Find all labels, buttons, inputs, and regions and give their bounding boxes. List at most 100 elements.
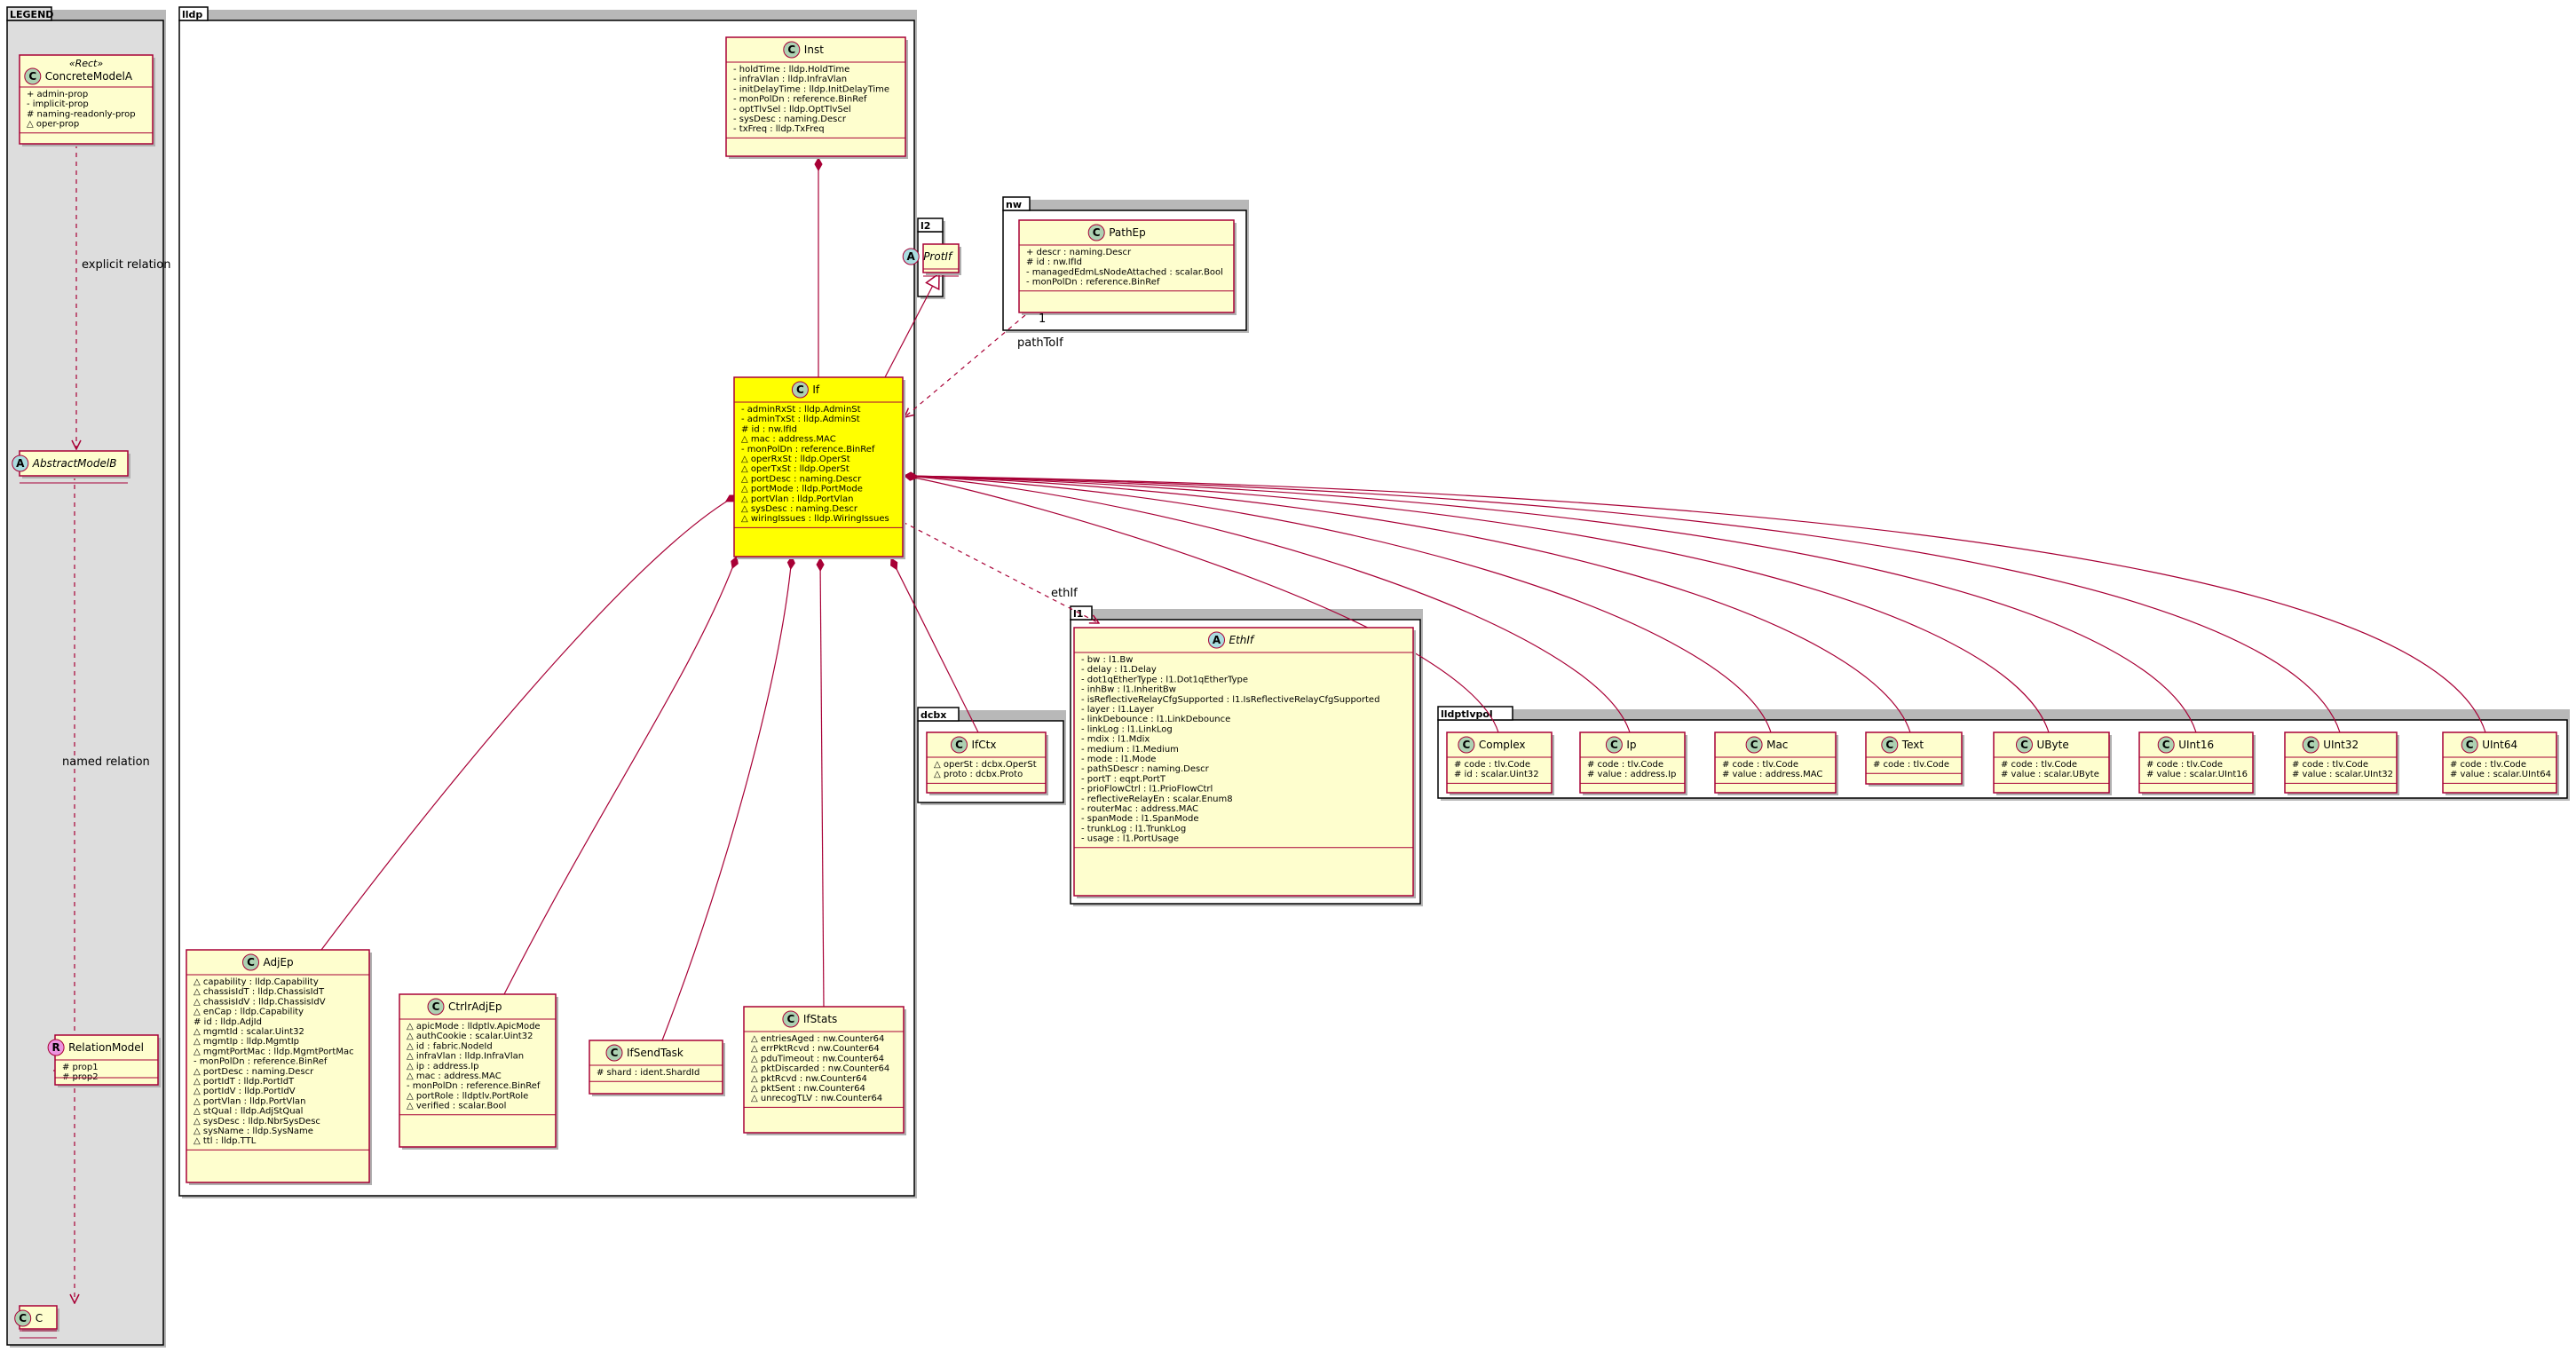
class-attribute: △ sysDesc : naming.Descr bbox=[741, 504, 858, 514]
edge-ip-if bbox=[903, 471, 1631, 733]
class-attribute: △ infraVlan : lldp.InfraVlan bbox=[407, 1052, 524, 1062]
class-attribute: △ mac : address.MAC bbox=[741, 435, 836, 445]
class-attribute: - infraVlan : lldp.InfraVlan bbox=[733, 75, 847, 84]
edge-ifctx-if bbox=[890, 557, 979, 733]
svg-text:C: C bbox=[787, 43, 795, 56]
class-attribute: △ authCookie : scalar.Uint32 bbox=[407, 1032, 533, 1041]
class-name: Mac bbox=[1766, 739, 1788, 751]
class-attribute: △ portDesc : naming.Descr bbox=[741, 474, 862, 484]
class-name: IfStats bbox=[803, 1013, 837, 1025]
class-attribute: △ pktRcvd : nw.Counter64 bbox=[751, 1074, 867, 1084]
edge-uint16-if bbox=[903, 471, 2197, 733]
class-attribute: △ id : fabric.NodeId bbox=[407, 1041, 493, 1051]
class-attribute: △ errPktRcvd : nw.Counter64 bbox=[751, 1044, 880, 1054]
class-kind-icon: C bbox=[2461, 736, 2478, 754]
class-kind-icon: C bbox=[791, 381, 809, 399]
class-attribute: - adminRxSt : lldp.AdminSt bbox=[741, 405, 861, 415]
class-attribute: # naming-readonly-prop bbox=[27, 109, 136, 119]
class-attribute: # value : scalar.UInt16 bbox=[2146, 770, 2248, 779]
class-stereotype: «Rect» bbox=[69, 58, 104, 69]
svg-text:C: C bbox=[1750, 739, 1758, 751]
edge-ubyte-if bbox=[903, 471, 2050, 733]
package-label: lldptlvpol bbox=[1441, 708, 1493, 720]
svg-text:C: C bbox=[796, 383, 804, 396]
class-kind-icon: C bbox=[2302, 736, 2319, 754]
class-attribute: △ portIdT : lldp.PortIdT bbox=[194, 1077, 295, 1087]
svg-text:C: C bbox=[2307, 739, 2315, 751]
class-name: EthIf bbox=[1229, 634, 1255, 646]
class-attribute: # shard : ident.ShardId bbox=[597, 1068, 699, 1078]
class-attribute: - monPolDn : reference.BinRef bbox=[741, 445, 875, 455]
class-kind-icon: C bbox=[242, 953, 259, 971]
class-attribute: - monPolDn : reference.BinRef bbox=[1026, 278, 1160, 288]
edge-if-ethif bbox=[902, 521, 1099, 623]
edge-text-if bbox=[903, 471, 1911, 733]
class-attribute: # value : scalar.UInt32 bbox=[2292, 770, 2393, 779]
class-name: CtrlrAdjEp bbox=[448, 1000, 502, 1013]
class-kind-icon: C bbox=[1605, 736, 1623, 754]
edge-mac-if bbox=[903, 471, 1772, 733]
class-attribute: # id : nw.IfId bbox=[741, 424, 797, 434]
class-attribute: # code : tlv.Code bbox=[2450, 760, 2526, 770]
class-name: IfSendTask bbox=[627, 1047, 684, 1059]
class-attribute: △ pktDiscarded : nw.Counter64 bbox=[751, 1064, 889, 1074]
class-attribute: # value : scalar.UInt64 bbox=[2450, 770, 2551, 779]
class-attribute: - spanMode : l1.SpanMode bbox=[1081, 814, 1199, 824]
edge-label-pathtoif: pathToIf bbox=[1017, 336, 1063, 350]
class-name: UInt32 bbox=[2323, 739, 2359, 751]
svg-text:C: C bbox=[1885, 739, 1893, 751]
class-attribute: - adminTxSt : lldp.AdminSt bbox=[741, 415, 860, 424]
class-attribute: △ mgmtIp : lldp.MgmtIp bbox=[194, 1037, 299, 1047]
class-attribute: △ entriesAged : nw.Counter64 bbox=[751, 1034, 884, 1044]
class-attribute: △ ttl : lldp.TTL bbox=[194, 1136, 257, 1146]
class-attribute: △ verified : scalar.Bool bbox=[407, 1102, 506, 1111]
class-kind-icon: C bbox=[24, 67, 42, 85]
package-label: l2 bbox=[921, 220, 930, 232]
class-name: IfCtx bbox=[972, 739, 997, 751]
class-kind-icon: C bbox=[14, 1309, 32, 1327]
class-kind-icon: C bbox=[782, 1010, 800, 1028]
class-attribute: △ portVlan : lldp.PortVlan bbox=[194, 1096, 306, 1106]
svg-text:C: C bbox=[1462, 739, 1470, 751]
package-label: dcbx bbox=[921, 709, 946, 721]
class-attribute: △ mgmtId : scalar.Uint32 bbox=[194, 1027, 304, 1037]
class-kind-icon: C bbox=[783, 41, 801, 59]
class-attribute: # code : tlv.Code bbox=[1722, 760, 1798, 770]
class-ifstats[interactable]: C IfStats △ entriesAged : nw.Counter64△ er… bbox=[743, 1006, 906, 1135]
class-attribute: - layer : l1.Layer bbox=[1081, 705, 1155, 715]
class-attribute: - routerMac : address.MAC bbox=[1081, 804, 1198, 814]
class-name: C bbox=[36, 1312, 43, 1324]
class-attribute: - delay : l1.Delay bbox=[1081, 665, 1157, 675]
edge-if-protif bbox=[884, 273, 939, 378]
package-label: LEGEND bbox=[10, 9, 53, 20]
svg-text:C: C bbox=[19, 1312, 27, 1324]
class-attribute: △ mgmtPortMac : lldp.MgmtPortMac bbox=[194, 1047, 354, 1056]
svg-text:C: C bbox=[786, 1013, 794, 1025]
svg-text:C: C bbox=[2020, 739, 2028, 751]
edge-label-explicit: explicit relation bbox=[82, 258, 170, 272]
svg-text:C: C bbox=[1610, 739, 1618, 751]
class-name: RelationModel bbox=[68, 1041, 144, 1054]
